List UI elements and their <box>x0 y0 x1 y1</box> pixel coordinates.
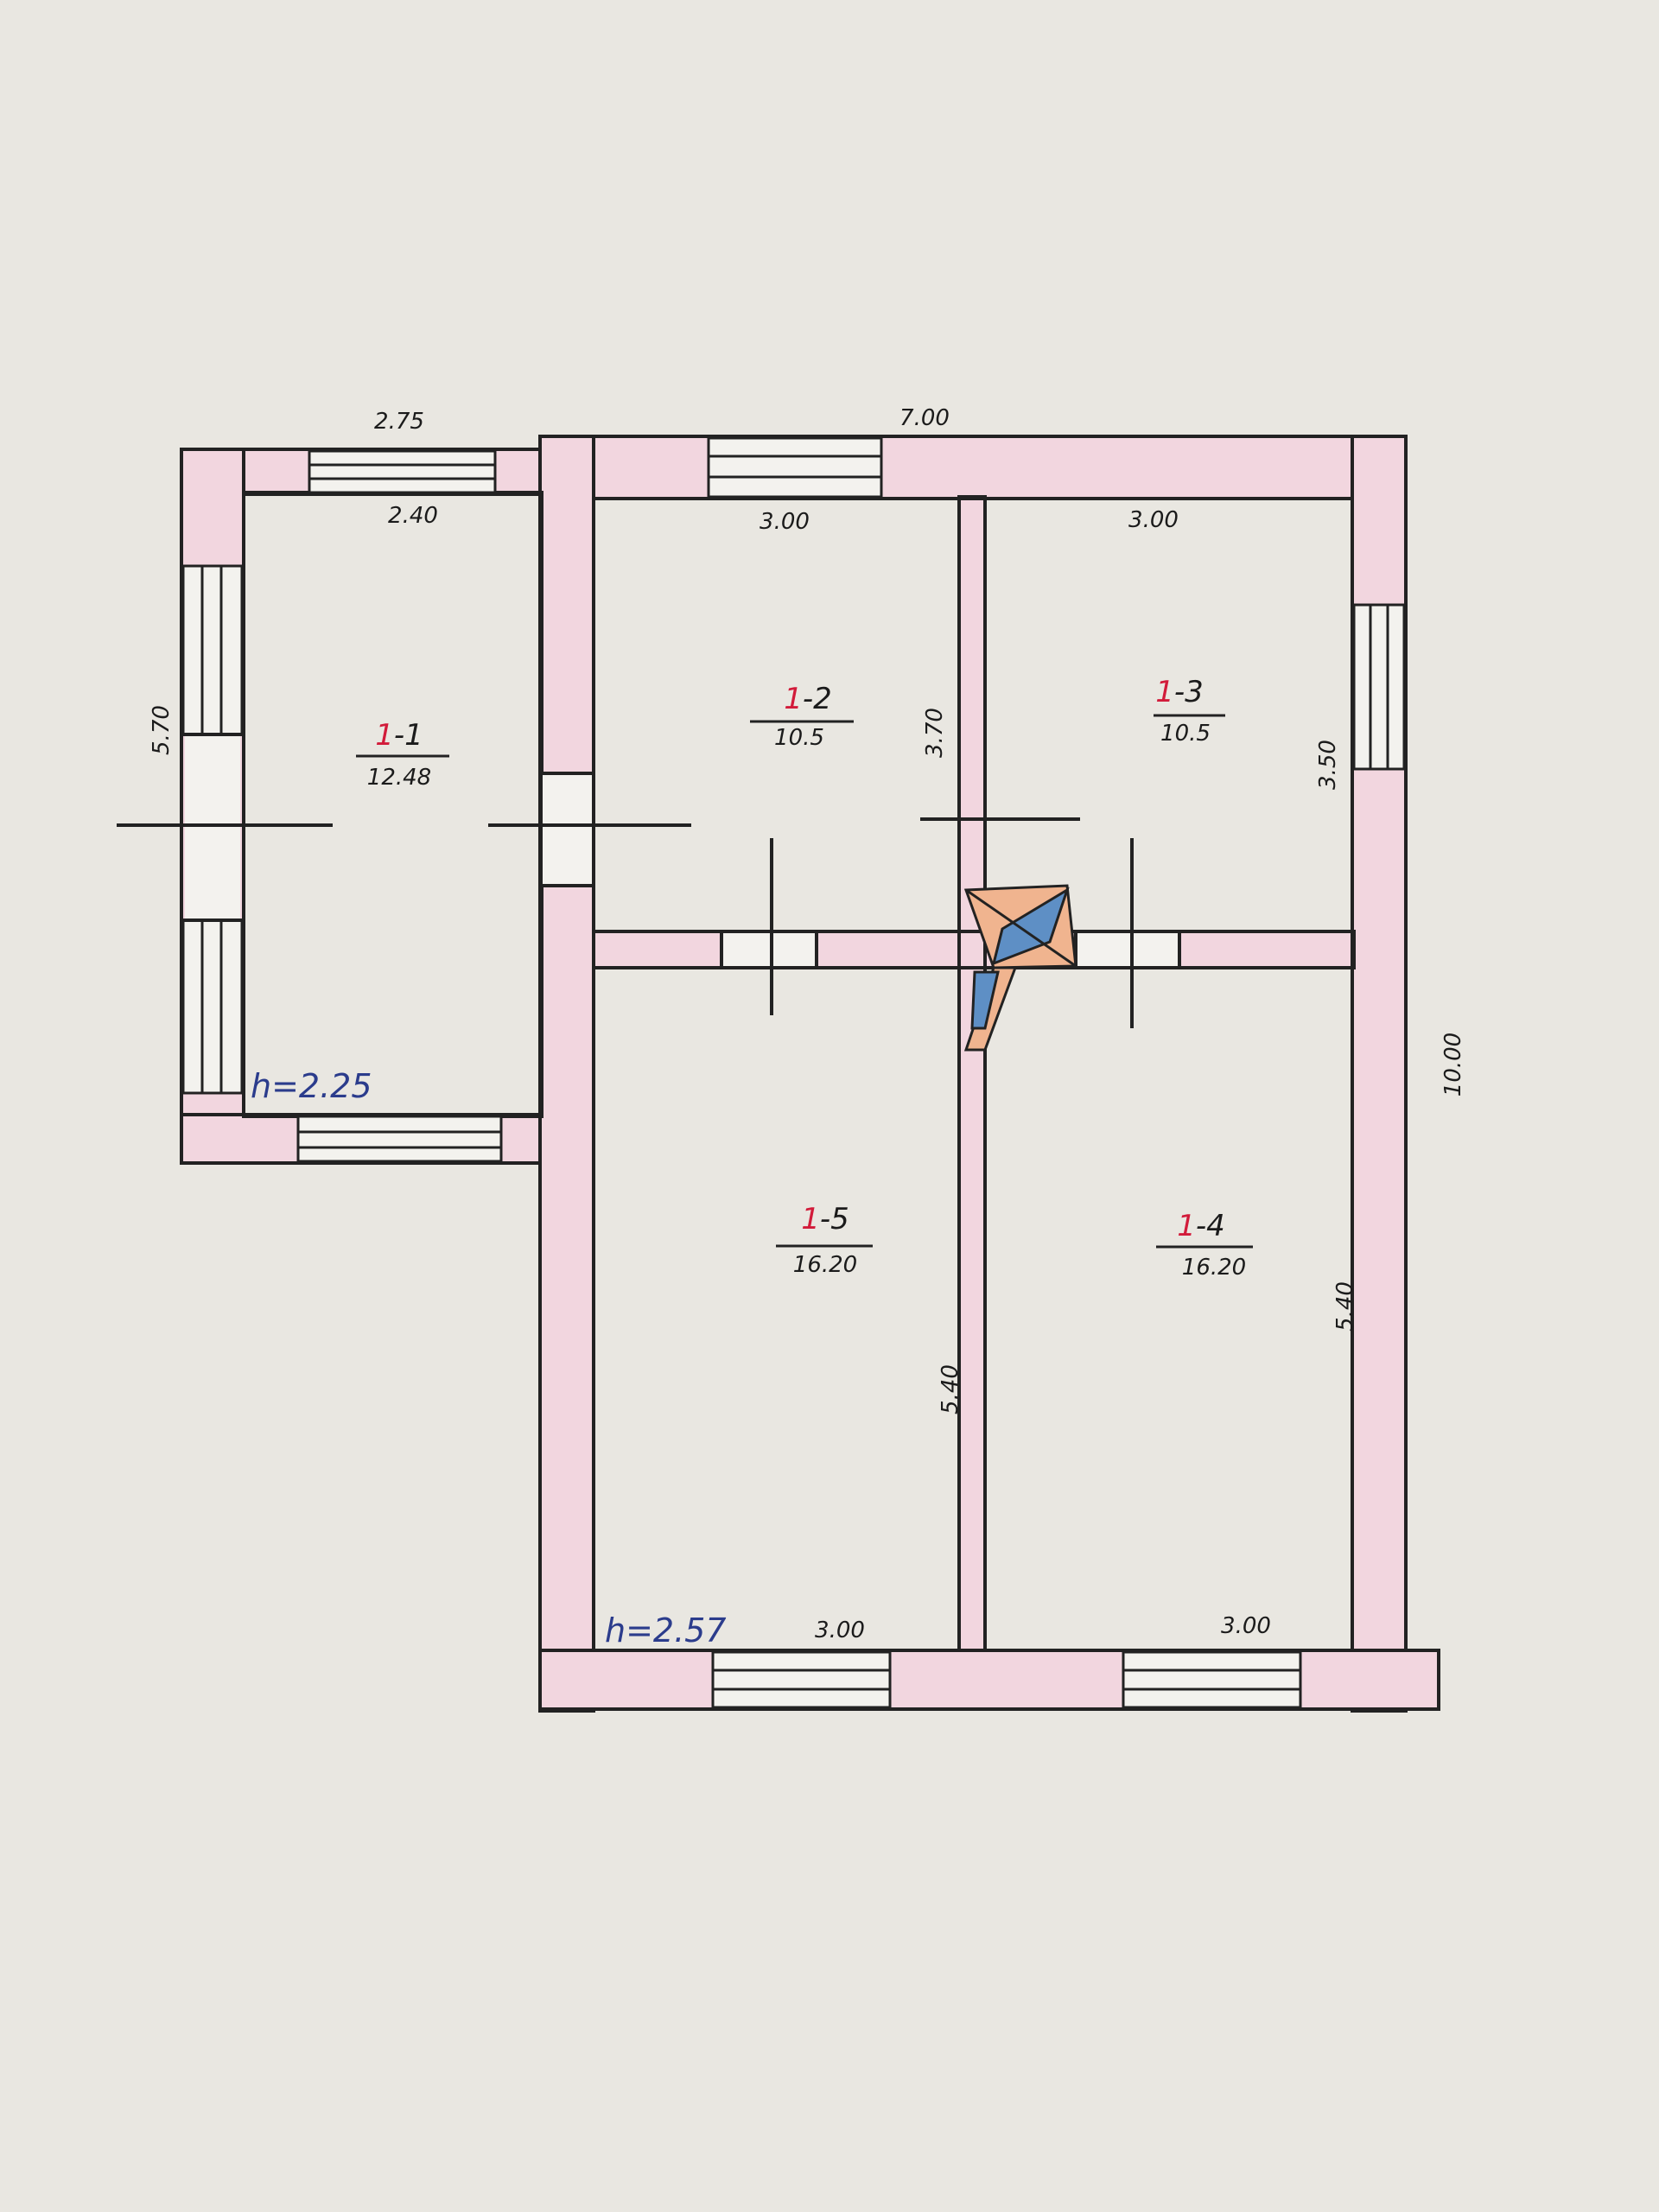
inner-outlines <box>242 491 1354 1652</box>
room-5-number-prefix: 1 <box>801 1202 820 1236</box>
main-left-wall <box>538 435 595 1713</box>
dim-room1-top: 2.40 <box>388 503 438 529</box>
windows <box>181 436 1406 1709</box>
svg-text:1-1: 1-1 <box>375 718 423 753</box>
window-annex-top <box>308 449 497 494</box>
main-height-label: h=2.57 <box>605 1611 727 1649</box>
room-4-area: 16.20 <box>1182 1255 1246 1281</box>
room-3-number-suffix: -3 <box>1174 675 1204 709</box>
room-5: 1-5 16.20 <box>776 1202 873 1278</box>
annex-height-label: h=2.25 <box>251 1067 372 1105</box>
room-3: 1-3 10.5 <box>1154 675 1225 747</box>
door-opening-annex-left <box>185 734 240 920</box>
door-opening-room3-room4 <box>1076 933 1179 966</box>
room-2: 1-2 10.5 <box>750 682 854 751</box>
room-3-area: 10.5 <box>1160 721 1211 747</box>
dim-bottom-right: 3.00 <box>1221 1613 1271 1639</box>
room-4: 1-4 16.20 <box>1156 1209 1253 1281</box>
main-bottom-wall <box>538 1649 1440 1711</box>
room-2-area: 10.5 <box>774 725 824 751</box>
window-main-bottom-right <box>1122 1650 1302 1709</box>
dim-partition-height: 3.70 <box>922 708 948 758</box>
main-top-wall <box>538 435 1406 500</box>
stove <box>963 884 1077 1052</box>
room-2-number-prefix: 1 <box>784 682 803 716</box>
window-main-right <box>1352 603 1406 771</box>
window-annex-bottom <box>296 1115 503 1163</box>
dim-room3-top: 3.00 <box>1128 507 1179 533</box>
dim-right-outer: 10.00 <box>1440 1033 1466 1096</box>
svg-text:1-2: 1-2 <box>784 682 832 716</box>
horizontal-partition <box>592 930 1356 969</box>
central-partition <box>957 495 987 1652</box>
room-5-number-suffix: -5 <box>820 1202 849 1236</box>
door-opening-room2-room5 <box>721 933 817 966</box>
svg-text:1-3: 1-3 <box>1155 675 1204 709</box>
room-1-number-suffix: -1 <box>394 718 423 753</box>
room-4-number-prefix: 1 <box>1177 1209 1196 1243</box>
door-opening-annex-main <box>543 773 592 886</box>
room-5-area: 16.20 <box>793 1252 857 1278</box>
room-3-number-prefix: 1 <box>1155 675 1174 709</box>
svg-text:1-5: 1-5 <box>801 1202 849 1236</box>
dim-room5-side: 5.40 <box>938 1364 963 1414</box>
window-main-bottom-left <box>711 1650 892 1709</box>
window-main-top <box>707 436 883 499</box>
room-labels: 1-1 12.48 1-2 10.5 1-3 10.5 1-5 <box>356 675 1253 1281</box>
svg-text:1-4: 1-4 <box>1177 1209 1225 1243</box>
room-1-area: 12.48 <box>367 765 431 791</box>
dim-right-side-upper: 3.50 <box>1315 740 1341 790</box>
room-4-number-suffix: -4 <box>1196 1209 1225 1243</box>
dimension-labels: 2.75 7.00 2.40 3.00 3.00 5.70 3.70 3.50 … <box>149 405 1466 1643</box>
dim-room2-top: 3.00 <box>760 509 810 535</box>
room-1-number-prefix: 1 <box>375 718 394 753</box>
room-2-number-suffix: -2 <box>803 682 832 716</box>
dim-top-right-outer: 7.00 <box>899 405 950 431</box>
dim-room4-side: 5.40 <box>1332 1281 1358 1332</box>
window-annex-left-lower <box>181 918 244 1095</box>
room-1: 1-1 12.48 <box>356 718 449 791</box>
dim-top-left-outer: 2.75 <box>374 409 424 435</box>
dim-bottom-left: 3.00 <box>815 1618 865 1643</box>
dim-room1-side: 5.70 <box>149 705 175 755</box>
window-annex-left-upper <box>181 564 244 736</box>
doors <box>117 733 1181 1028</box>
